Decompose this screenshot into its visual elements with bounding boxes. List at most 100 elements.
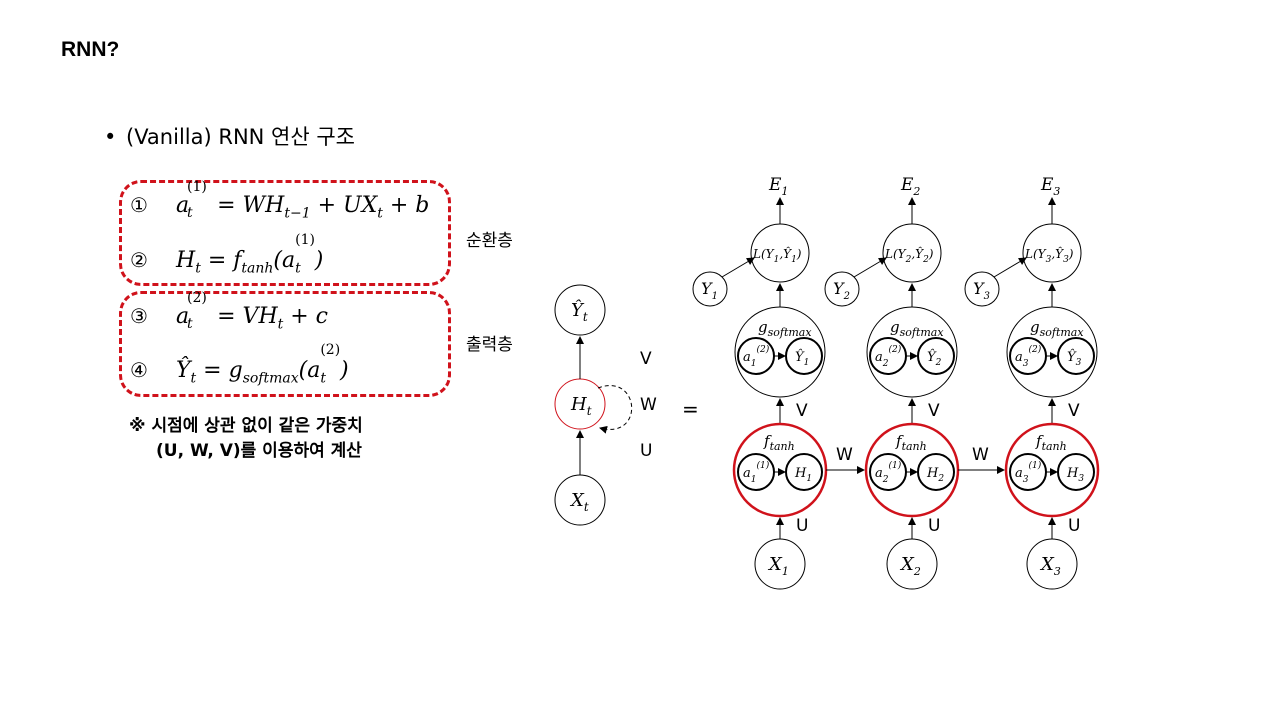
equation-number: ①: [130, 193, 148, 217]
eq-subscript: t: [187, 205, 193, 221]
target-y-node-2: [824, 271, 860, 307]
recurrent-layer-label: 순환층: [466, 231, 513, 251]
v-weight-label-3: V: [1068, 401, 1080, 421]
input-x-label-1: X1: [767, 554, 789, 578]
loss-label-1: L(Y1,Ŷ1): [752, 246, 802, 265]
eq-superscript: (1): [295, 232, 315, 248]
note-line-2: (U, W, V)를 이용하여 계산: [156, 441, 362, 461]
eq-term: = VH: [217, 304, 278, 329]
eq-superscript: (2): [320, 342, 341, 358]
folded-rnn: Ŷt Ht Xt V W U: [554, 284, 657, 526]
input-x-label-2: X2: [899, 554, 921, 578]
yhat-node-1: [785, 337, 823, 375]
yhat-label-2: Ŷ2: [927, 349, 942, 368]
softmax-label-1: gsoftmax: [758, 318, 812, 339]
u-weight-label-3: U: [1068, 516, 1080, 536]
output-layer-label: 출력층: [466, 335, 513, 355]
h-label-2: H2: [926, 466, 944, 484]
tanh-label-3: ftanh: [1035, 432, 1067, 453]
output-layer-box: [119, 291, 451, 397]
eq-subscript: t: [295, 260, 301, 277]
target-to-loss-arrow-1: [721, 257, 755, 278]
error-label-3: E3: [1040, 175, 1060, 198]
eq-term: + b: [382, 193, 430, 218]
eq-superscript: (2): [187, 290, 207, 306]
bullet-text: (Vanilla) RNN 연산 구조: [126, 125, 355, 149]
eq-term: ): [339, 358, 349, 383]
eq-term: = f: [200, 248, 242, 273]
target-to-loss-arrow-2: [853, 257, 887, 278]
note-line-1: ※ 시점에 상관 없이 같은 가중치: [129, 416, 363, 436]
output-preact-label-1: a1(2): [743, 344, 770, 369]
target-y-node-1: [692, 271, 728, 307]
v-weight-label-1: V: [796, 401, 808, 421]
eq-symbol: a: [176, 193, 190, 218]
softmax-label-3: gsoftmax: [1030, 318, 1084, 339]
eq-symbol: Ŷ: [176, 358, 191, 383]
target-to-loss-arrow-3: [993, 257, 1027, 278]
error-label-2: E2: [900, 175, 920, 198]
equation-number: ②: [130, 248, 148, 272]
folded-u-label: U: [640, 441, 652, 461]
folded-yhat-label: Ŷt: [571, 298, 588, 324]
hidden-preact-label-3: a3(1): [1015, 460, 1042, 485]
loss-label-3: L(Y3,Ŷ3): [1024, 246, 1074, 265]
input-x-label-3: X3: [1039, 554, 1061, 578]
tanh-label-1: ftanh: [763, 432, 795, 453]
h-label-1: H1: [794, 466, 812, 484]
eq-term: (a: [273, 248, 296, 273]
u-weight-label-1: U: [796, 516, 808, 536]
yhat-label-1: Ŷ1: [795, 349, 809, 368]
h-node-2: [917, 453, 955, 491]
u-weight-label-2: U: [928, 516, 940, 536]
folded-yhat-node: [554, 284, 606, 336]
eq-term: ): [314, 248, 324, 273]
target-y-label-1: Y1: [701, 279, 718, 302]
output-preact-label-2: a2(2): [875, 344, 902, 369]
hidden-preact-label-1: a1(1): [743, 460, 770, 485]
target-y-node-3: [964, 271, 1000, 307]
eq-subscript: tanh: [241, 260, 274, 277]
eq-symbol: H: [176, 248, 196, 273]
equals-sign: =: [682, 397, 699, 421]
eq-superscript: (1): [187, 179, 207, 195]
target-y-label-2: Y2: [833, 279, 850, 302]
eq-symbol: a: [176, 304, 190, 329]
eq-subscript: t: [187, 316, 193, 332]
eq-subscript: t: [195, 260, 201, 277]
yhat-node-2: [917, 337, 955, 375]
equation-number: ③: [130, 304, 148, 328]
slide-title: RNN?: [61, 38, 120, 61]
folded-v-label: V: [640, 349, 652, 369]
recurrent-layer-box: [119, 180, 451, 286]
equation-2: ② Ht = ftanh(a(1) t): [130, 232, 324, 277]
bullet-item: •(Vanilla) RNN 연산 구조: [104, 121, 355, 151]
w-weight-label-1: W: [836, 445, 853, 465]
equation-number: ④: [130, 358, 148, 382]
folded-w-loop: [597, 385, 633, 434]
eq-term: + UX: [310, 193, 378, 218]
yhat-node-3: [1057, 337, 1095, 375]
eq-term: = g: [196, 358, 243, 383]
eq-subscript: softmax: [242, 370, 299, 387]
target-y-label-3: Y3: [973, 279, 990, 302]
yhat-label-3: Ŷ3: [1067, 349, 1082, 368]
loss-label-2: L(Y2,Ŷ2): [884, 246, 934, 265]
eq-subscript: t: [320, 370, 326, 387]
weight-sharing-note: ※ 시점에 상관 없이 같은 가중치 (U, W, V)를 이용하여 계산: [129, 414, 363, 464]
tanh-label-2: ftanh: [895, 432, 927, 453]
eq-term: = WH: [217, 193, 285, 218]
eq-term: + c: [283, 304, 329, 329]
softmax-label-2: gsoftmax: [890, 318, 944, 339]
eq-term: (a: [298, 358, 321, 383]
h-node-3: [1057, 453, 1095, 491]
error-label-1: E1: [768, 175, 788, 198]
hidden-preact-label-2: a2(1): [875, 460, 902, 485]
h-label-3: H3: [1066, 466, 1084, 484]
folded-x-label: Xt: [569, 490, 589, 514]
